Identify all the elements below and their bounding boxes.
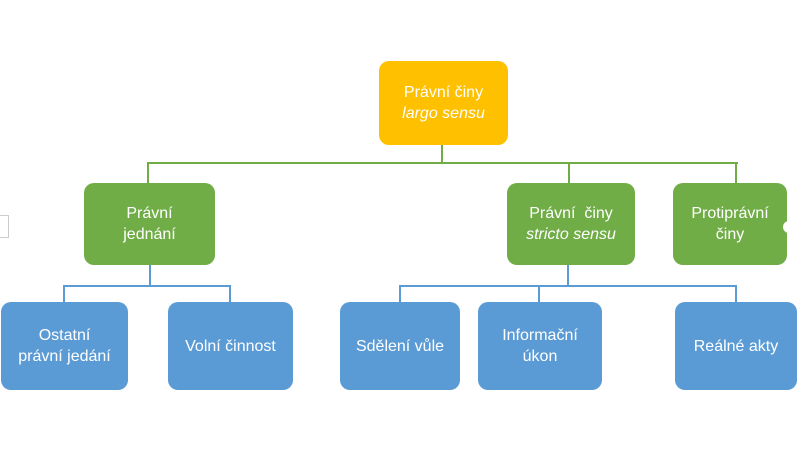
connector-drop-volni (229, 285, 231, 302)
node-label-line2: largo sensu (402, 105, 485, 122)
connector-pravni-jednani-stem (149, 264, 151, 287)
connector-pravni-stricto-stem (567, 265, 569, 287)
offscreen-shape-fragment (0, 215, 9, 238)
node-pravni-ciny-largo-sensu[interactable]: Právní činy largo sensu (379, 61, 508, 145)
connection-handle-notch (783, 221, 795, 233)
node-pravni-ciny-stricto-sensu[interactable]: Právní činy stricto sensu (507, 183, 635, 265)
connector-level2-horizontal (147, 162, 738, 164)
connector-drop-pravni-stricto (568, 162, 570, 183)
node-informacni-ukon[interactable]: Informační úkon (478, 302, 602, 390)
node-protipravni-ciny[interactable]: Protiprávní činy (673, 183, 787, 265)
node-label-line1: Protiprávní (691, 205, 769, 222)
node-ostatni-pravni-jedani[interactable]: Ostatní právní jedání (1, 302, 128, 390)
connector-drop-sdeleni (399, 285, 401, 302)
node-label-line1: Ostatní (38, 327, 91, 344)
connector-drop-informacni (538, 285, 540, 302)
node-label-line2: činy (715, 226, 745, 243)
node-pravni-jednani[interactable]: Právní jednání (84, 183, 215, 265)
connector-root-stem (441, 145, 443, 164)
node-sdeleni-vule[interactable]: Sdělení vůle (340, 302, 460, 390)
connector-left-horizontal (63, 285, 231, 287)
connector-right-horizontal (399, 285, 737, 287)
node-label-line1: Informační (502, 327, 578, 344)
connector-drop-protipravni (735, 162, 737, 183)
node-label-line2: stricto sensu (526, 226, 616, 243)
node-volni-cinnost[interactable]: Volní činnost (168, 302, 293, 390)
node-label-line1: Právní činy (529, 205, 613, 222)
node-label-line1: Právní činy (403, 84, 484, 101)
node-realne-akty[interactable]: Reálné akty (675, 302, 797, 390)
connector-drop-realne (735, 285, 737, 302)
connector-drop-ostatni (63, 285, 65, 302)
node-label-line1: Reálné akty (693, 337, 779, 355)
node-label-line2: jednání (123, 226, 176, 243)
node-label-line1: Sdělení vůle (355, 337, 445, 355)
connector-drop-pravni-jednani (147, 162, 149, 183)
node-label-line2: právní jedání (18, 348, 111, 365)
node-label-line1: Volní činnost (185, 337, 276, 355)
node-label-line1: Právní (126, 205, 173, 222)
node-label-line2: úkon (522, 348, 558, 365)
